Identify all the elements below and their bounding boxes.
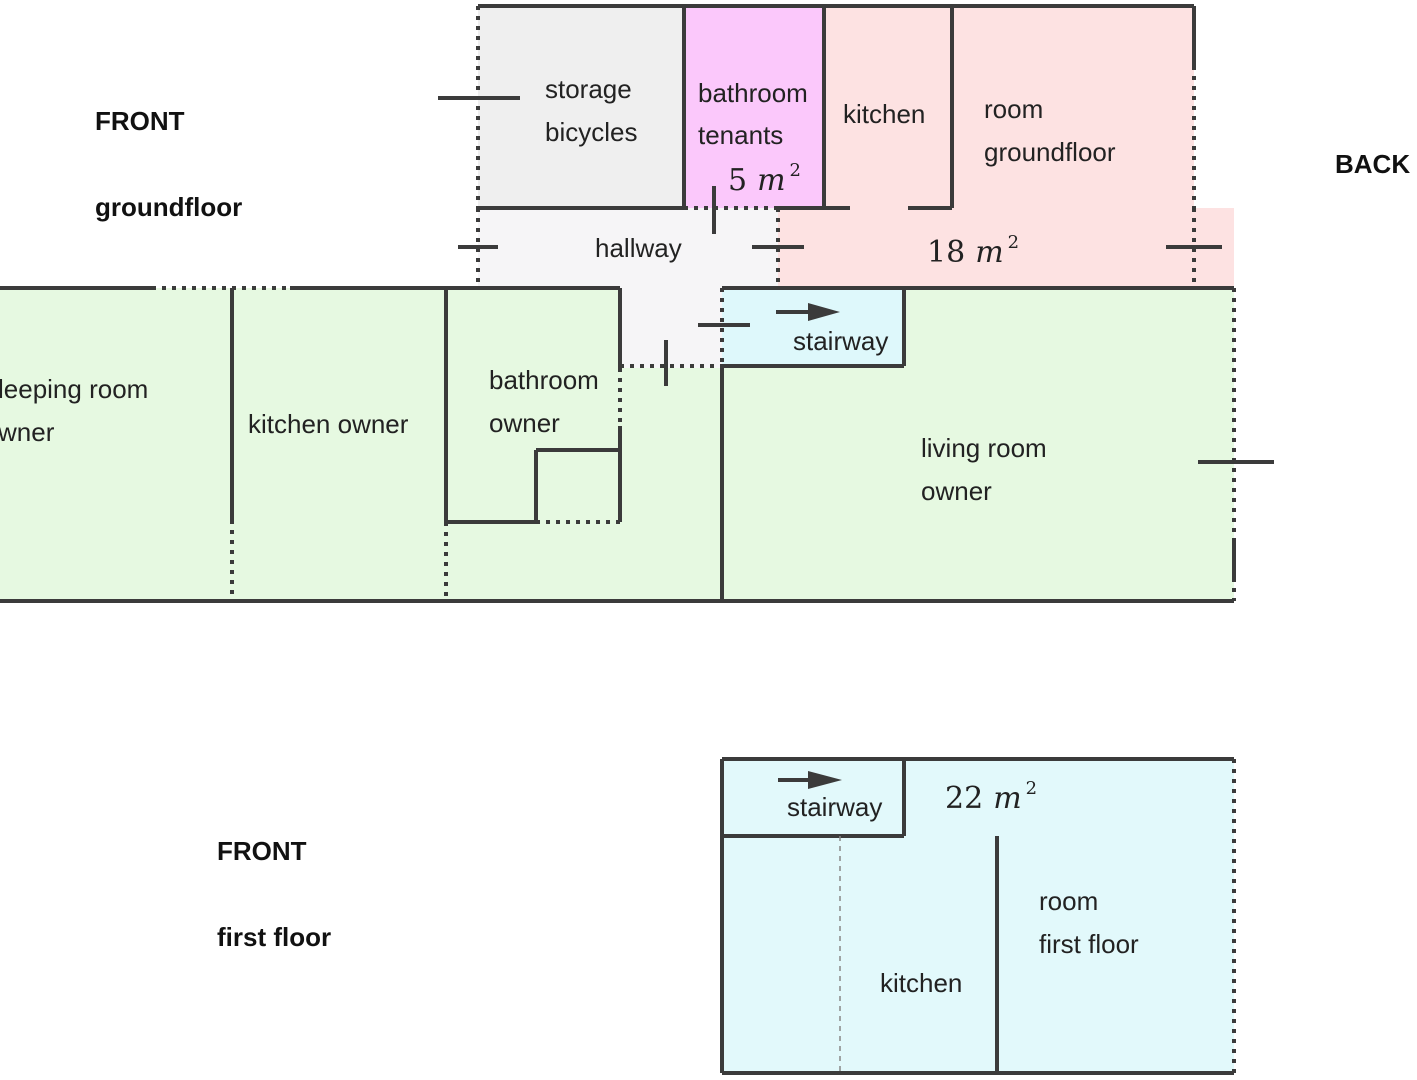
room-first-floor-label: first floor — [1039, 929, 1139, 959]
front-label: FRONT — [217, 836, 307, 866]
groundfloor-label: groundfloor — [95, 192, 242, 222]
back-label: BACK — [1335, 149, 1410, 179]
kitchen-owner-label: kitchen owner — [248, 409, 409, 439]
bathroom-area-label: 5 m 2 — [728, 160, 801, 198]
storage-label: storage — [545, 74, 632, 104]
room-groundfloor-label: groundfloor — [984, 137, 1116, 167]
front-label: FRONT — [95, 106, 185, 136]
room-groundfloor-label: room — [984, 94, 1043, 124]
kitchen-tenants-label: kitchen — [843, 99, 925, 129]
sleeping-room-label: wner — [0, 417, 55, 447]
stairway-ground-area — [722, 288, 904, 366]
room-area-label: 18 m 2 — [927, 232, 1019, 270]
stairway-arrow-icon — [808, 771, 842, 789]
bathroom-owner-label: bathroom — [489, 365, 599, 395]
owner-area-middle — [620, 368, 722, 601]
stairway-label: stairway — [793, 326, 888, 356]
sleeping-room-label: leeping room — [0, 374, 148, 404]
bathroom-tenants-label: tenants — [698, 120, 783, 150]
living-room-label: owner — [921, 476, 992, 506]
first-floor-label: first floor — [217, 922, 331, 952]
bathroom-tenants-label: bathroom — [698, 78, 808, 108]
first-floor-area — [722, 759, 1234, 1073]
first-floor-area-label: 22 m 2 — [945, 778, 1037, 816]
storage-label: bicycles — [545, 117, 637, 147]
hallway-area — [478, 208, 778, 290]
bathroom-owner-label: owner — [489, 408, 560, 438]
room-first-floor-label: room — [1039, 886, 1098, 916]
hallway-lower — [620, 288, 722, 368]
stairway-label: stairway — [787, 792, 882, 822]
bathroom-tenants-room — [684, 6, 824, 208]
storage-room — [478, 6, 684, 208]
living-room-label: living room — [921, 433, 1047, 463]
kitchen-first-floor-label: kitchen — [880, 968, 962, 998]
hallway-label: hallway — [595, 233, 682, 263]
stairway-arrow-icon — [808, 303, 840, 321]
tenant-area-lower — [778, 208, 1234, 288]
owner-area — [0, 288, 620, 601]
